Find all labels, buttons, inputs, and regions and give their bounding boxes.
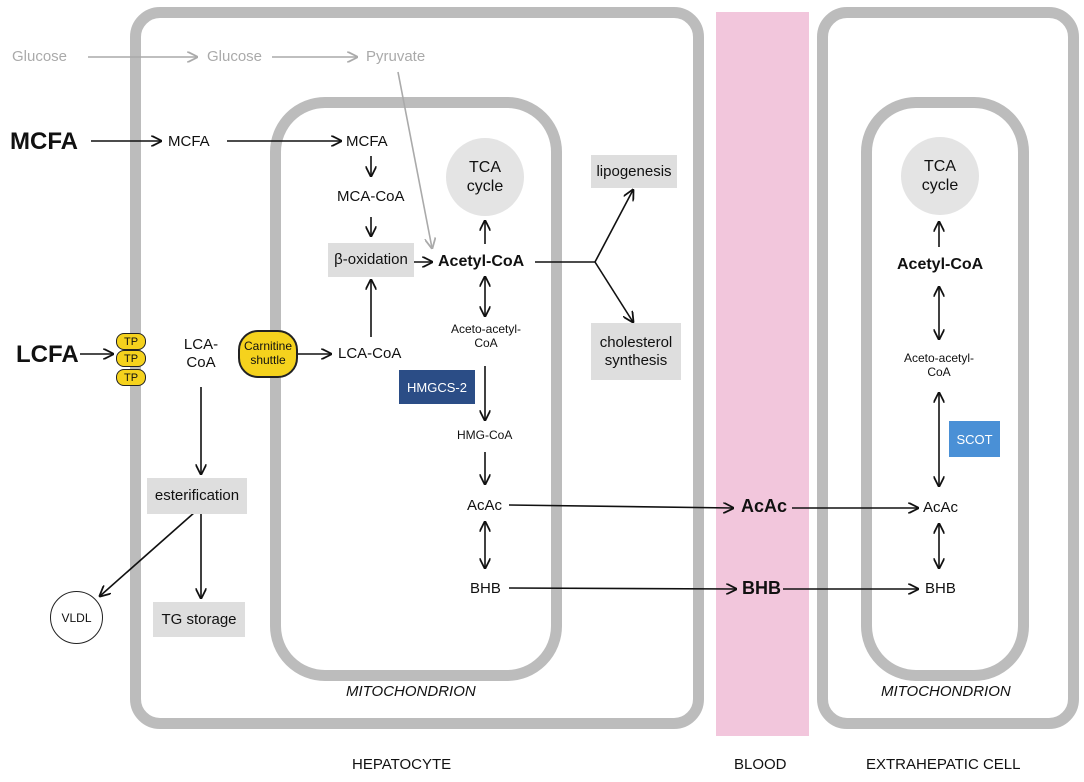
acetoacetyl-coa-hepatocyte: Aceto-acetyl-CoA [450,322,522,350]
mitochondrion-label-extrahepatic: MITOCHONDRION [881,683,1011,700]
glucose-cytosol: Glucose [207,48,263,65]
carnitine-shuttle: Carnitine shuttle [238,330,298,378]
extrahepatic-mitochondrion-outline [861,97,1029,681]
hepatocyte-label: HEPATOCYTE [352,756,452,773]
acetyl-coa-extrahepatic: Acetyl-CoA [897,256,984,273]
arrow-pyruvate-acetylcoa [397,71,432,248]
lcfa-outside: LCFA [16,341,79,368]
mca-coa: MCA-CoA [337,188,405,205]
arrow-acac-blood [508,505,733,508]
hmg-coa: HMG-CoA [457,428,513,442]
arrow-branch-cholesterol [594,261,633,322]
acac-blood: AcAc [741,496,788,516]
cholesterol-synthesis: cholesterol synthesis [591,323,681,380]
transporter-3: TP [116,369,146,386]
mcfa-outside: MCFA [10,128,78,155]
glucose-outside: Glucose [12,48,68,65]
vldl: VLDL [50,591,103,644]
tca-cycle-extrahepatic: TCA cycle [901,137,979,215]
tg-storage: TG storage [153,602,245,637]
acac-hepatocyte: AcAc [467,497,503,514]
beta-oxidation: β-oxidation [328,243,414,277]
transporter-2: TP [116,350,146,367]
arrow-esterification-vldl [100,511,196,596]
extrahepatic-cell-label: EXTRAHEPATIC CELL [866,756,1021,773]
hmgcs2-enzyme: HMGCS-2 [399,370,475,404]
arrow-branch-lipogenesis [594,190,633,263]
arrow-bhb-blood [508,588,736,589]
esterification: esterification [147,478,247,514]
bhb-extrahepatic: BHB [925,580,956,597]
mcfa-cytosol: MCFA [168,133,210,150]
transporter-1: TP [116,333,146,350]
extrahepatic-cell-outline [817,7,1079,729]
hepatocyte-mitochondrion-outline [270,97,562,681]
hepatocyte-outline [130,7,704,729]
mcfa-mitochondrion: MCFA [346,133,388,150]
bhb-hepatocyte: BHB [470,580,501,597]
acetyl-coa-hepatocyte: Acetyl-CoA [438,253,525,270]
acetoacetyl-coa-extrahepatic: Aceto-acetyl-CoA [903,351,975,379]
bhb-blood: BHB [742,578,781,598]
lca-coa-mitochondrion: LCA-CoA [338,345,402,362]
blood-compartment [716,12,809,736]
lca-coa-cytosol: LCA-CoA [183,336,219,371]
lipogenesis: lipogenesis [591,155,677,188]
pyruvate: Pyruvate [366,48,426,65]
tca-cycle-hepatocyte: TCA cycle [446,138,524,216]
blood-label: BLOOD [734,756,787,773]
acac-extrahepatic: AcAc [923,499,959,516]
scot-enzyme: SCOT [949,421,1000,457]
mitochondrion-label-hepatocyte: MITOCHONDRION [346,683,476,700]
